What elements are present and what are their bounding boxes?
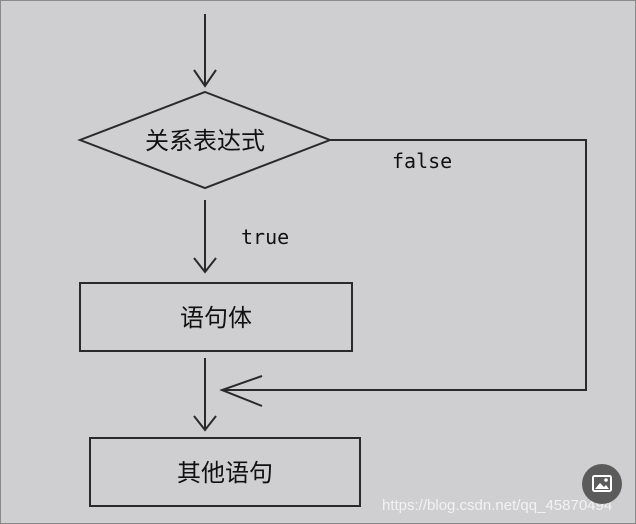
process-node: 语句体	[79, 282, 353, 352]
next-label: 其他语句	[177, 459, 273, 487]
process-label: 语句体	[180, 304, 252, 332]
watermark: https://blog.csdn.net/qq_45870494	[382, 497, 612, 514]
true-label: true	[241, 225, 289, 249]
decision-label: 关系表达式	[145, 127, 265, 155]
false-branch	[219, 139, 587, 407]
decision-node: 关系表达式	[77, 90, 333, 190]
next-arrow	[193, 358, 217, 432]
image-icon	[592, 475, 612, 492]
false-label: false	[392, 149, 452, 173]
next-node: 其他语句	[89, 437, 361, 507]
image-view-button[interactable]	[582, 464, 622, 504]
true-arrow	[193, 200, 217, 274]
entry-arrow	[193, 14, 217, 88]
